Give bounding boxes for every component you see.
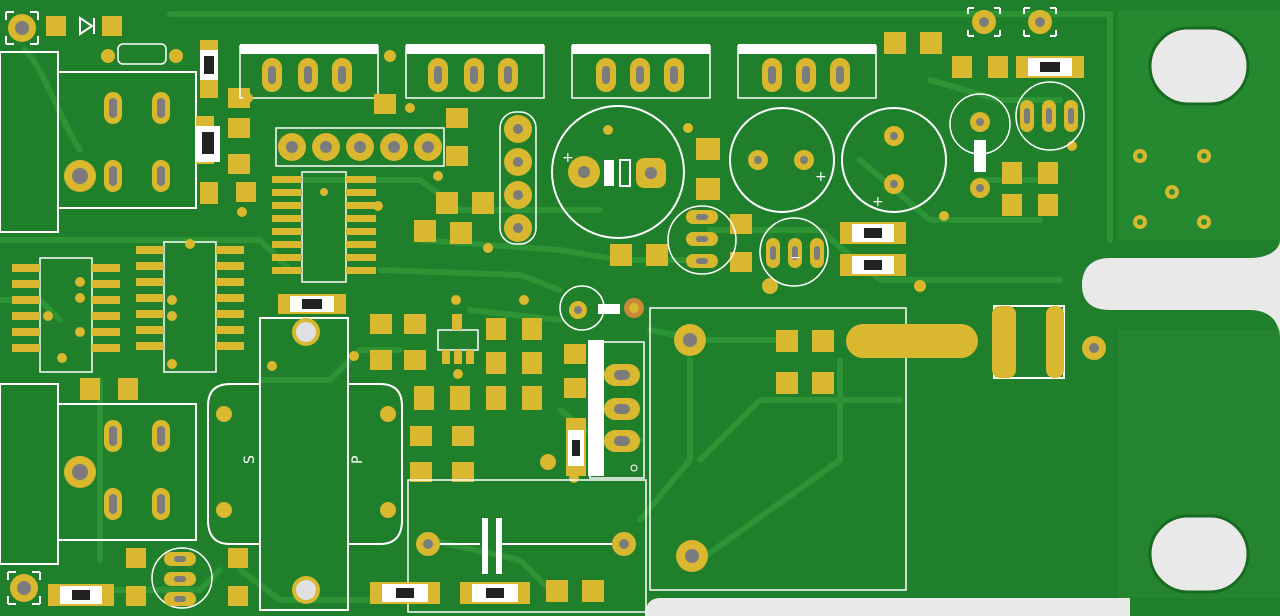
capacitor-c1: + (551, 105, 685, 239)
connector-j5 (737, 44, 877, 99)
regulator-to220 (588, 340, 645, 479)
diode-d1 (46, 16, 122, 36)
transformer-secondary-label: S (242, 455, 258, 464)
smd-resistor-bottom-left (48, 584, 114, 606)
c3-plus-label: + (872, 194, 884, 210)
connector-j2 (239, 44, 379, 99)
smd-white-diode (566, 418, 586, 476)
test-point-tp2 (1023, 7, 1057, 37)
test-point-tp1 (967, 7, 1001, 37)
regulator-sot23 (437, 314, 479, 364)
c1-plus-label: + (562, 150, 574, 166)
capacitor-c2: + (729, 107, 835, 213)
ic-u2-soic (12, 257, 120, 373)
capacitor-c5 (559, 285, 644, 331)
corner-pad-bottom-left (7, 571, 41, 605)
capacitor-c4 (949, 93, 1011, 198)
fuse-f1 (846, 324, 978, 358)
corner-pad-top-left (5, 11, 39, 45)
transformer-primary-label: P (350, 456, 366, 464)
smd-pads-top-right (952, 56, 1058, 216)
relay-k1 (649, 307, 907, 591)
ic-u3-soic (136, 239, 244, 373)
smd-white-parts (196, 50, 220, 162)
transistor-q1 (667, 205, 737, 275)
smd-resistor-r-mid (278, 294, 346, 314)
mounting-slot-bottom (1148, 514, 1250, 594)
connector-j4 (571, 44, 711, 99)
capacitor-c3: + (841, 107, 947, 213)
header-5pin (275, 127, 445, 167)
connector-j6 (0, 383, 197, 565)
smd-pads-center (610, 32, 1077, 294)
smd-pads-left-mid (80, 378, 138, 400)
inductor-l1 (992, 305, 1106, 379)
smd-pads-center-matrix (370, 295, 586, 483)
transistor-q2 (759, 217, 829, 287)
smd-resistors-right (840, 56, 1084, 276)
transistor-q4 (151, 547, 213, 609)
connector-j1 (0, 51, 197, 233)
smd-pads-bottom-left (126, 548, 248, 606)
c2-plus-label: + (815, 169, 827, 185)
ic-u1-soic (272, 171, 376, 283)
transformer-t1: S P (207, 317, 403, 611)
via (683, 123, 693, 133)
resistor-r1 (101, 43, 183, 65)
smd-resistors-bottom (370, 580, 604, 604)
q2-minus-label: − (790, 250, 802, 266)
capacitor-c6-film (407, 479, 647, 613)
transistor-q3 (1015, 81, 1085, 151)
connector-j3 (405, 44, 545, 99)
mounting-slot-top (1148, 26, 1250, 106)
header-4pin-vertical (499, 111, 537, 245)
